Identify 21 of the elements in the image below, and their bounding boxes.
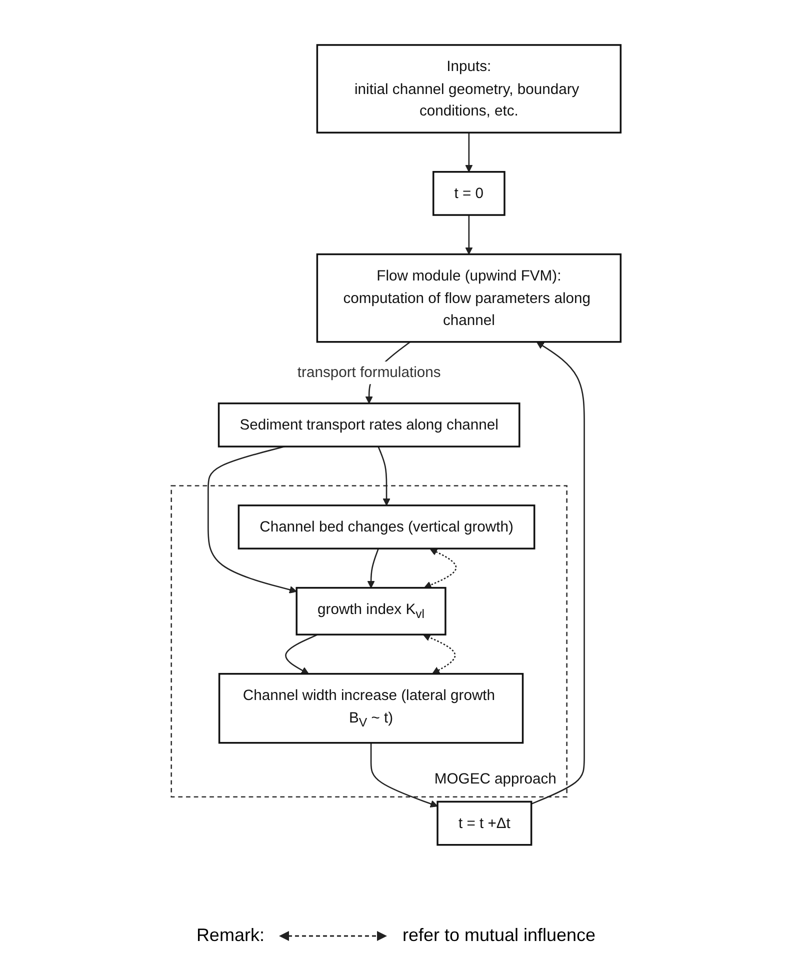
- arrow: [378, 446, 390, 506]
- node-box: Channel width increase (lateral growth B$_{V}$ ~ t): [218, 672, 524, 744]
- node-box: Sediment transport rates along channel: [218, 402, 520, 447]
- node-box: t = t +Δt: [436, 800, 532, 846]
- arrow: [465, 132, 473, 172]
- arrow: [208, 445, 297, 593]
- arrow: [424, 548, 457, 588]
- legend-text: refer to mutual influence: [402, 925, 596, 946]
- node-box: Inputs: initial channel geometry, boundary conditions, etc.: [316, 44, 622, 133]
- node-box: Flow module (upwind FVM): computation of flow parameters along channel: [316, 252, 622, 342]
- arrow: [370, 742, 438, 807]
- remark-label: Remark:: [196, 925, 264, 946]
- arrow: [367, 548, 380, 588]
- arrow: [465, 214, 473, 254]
- arrow: [531, 341, 585, 804]
- arrow: [422, 633, 456, 674]
- edge-label: transport formulations: [297, 364, 441, 380]
- node-box: growth index K$_{vl}$: [296, 586, 446, 635]
- node-box: t = 0: [432, 170, 506, 216]
- arrow: [285, 633, 318, 674]
- node-box: Channel bed changes (vertical growth): [238, 504, 536, 549]
